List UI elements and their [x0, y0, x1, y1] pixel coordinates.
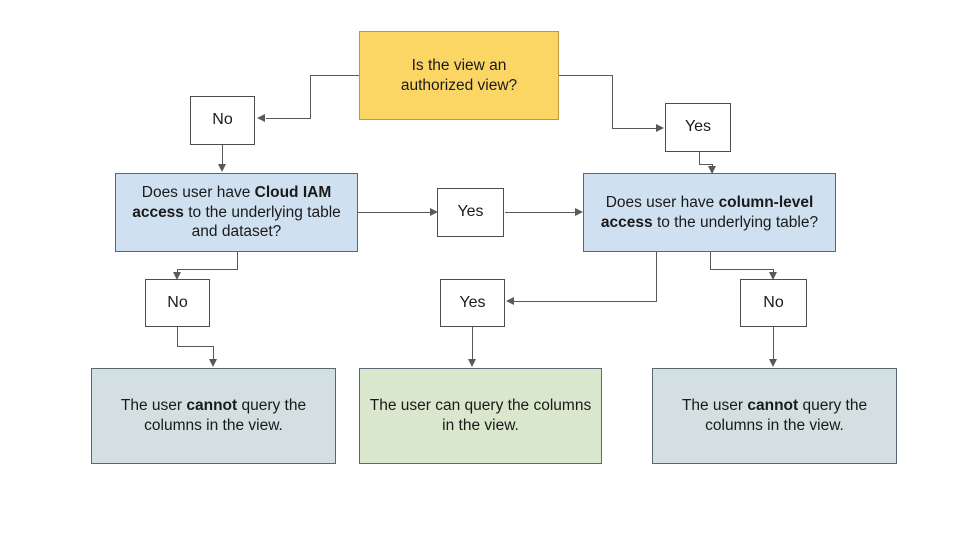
branch-column-yes-label: Yes	[459, 293, 486, 311]
connector-no-to-outcome-left-h	[177, 346, 214, 348]
outcome-right-bold1: cannot	[747, 397, 799, 415]
question-column-level-part2: to the underlying table?	[652, 213, 819, 231]
outcome-cannot-query-left-text: The user cannot query the columns in the…	[92, 396, 335, 436]
connector-yes-to-column-h	[699, 164, 713, 166]
connector-iam-to-no-v1	[237, 252, 239, 270]
question-cloud-iam-access-text: Does user have Cloud IAM access to the u…	[116, 183, 357, 242]
question-column-level-access[interactable]: Does user have column-level access to th…	[583, 173, 836, 252]
outcome-right-part1: The user	[681, 397, 748, 415]
arrowhead-yes-to-column-question	[575, 208, 583, 216]
arrowhead-column-to-yes	[506, 297, 514, 305]
branch-iam-no-label: No	[167, 293, 188, 311]
question-column-level-part1: Does user have	[605, 193, 719, 211]
outcome-left-part1: The user	[120, 397, 187, 415]
branch-root-yes[interactable]: Yes	[665, 103, 731, 152]
connector-root-to-yes-h1	[558, 75, 613, 77]
branch-column-no[interactable]: No	[740, 279, 807, 327]
arrowhead-root-to-yes	[656, 124, 664, 132]
connector-column-to-yes-h	[514, 301, 657, 303]
arrowhead-no-to-outcome-right	[769, 359, 777, 367]
question-cloud-iam-access[interactable]: Does user have Cloud IAM access to the u…	[115, 173, 358, 252]
question-cloud-iam-bold2: access	[132, 203, 184, 221]
connector-column-to-no-v1	[710, 252, 712, 270]
outcome-can-query-text: The user can query the columns in the vi…	[369, 397, 592, 434]
connector-no-to-outcome-left-v1	[177, 327, 179, 347]
arrowhead-no-to-iam	[218, 164, 226, 172]
outcome-cannot-query-right[interactable]: The user cannot query the columns in the…	[652, 368, 897, 464]
outcome-can-query[interactable]: The user can query the columns in the vi…	[359, 368, 602, 464]
connector-iam-to-no-h	[177, 269, 238, 271]
connector-root-to-no-h2	[266, 118, 311, 120]
connector-yes-to-column-question	[505, 212, 576, 214]
question-authorized-view-line1: Is the view an	[411, 56, 507, 74]
connector-iam-to-yes	[358, 212, 431, 214]
branch-column-no-label: No	[763, 293, 784, 311]
connector-no-to-outcome-left-v2	[213, 346, 215, 361]
outcome-left-part2: query the columns in the view.	[144, 397, 307, 434]
arrowhead-column-to-no	[769, 272, 777, 280]
branch-root-no-label: No	[212, 111, 233, 129]
question-column-level-access-text: Does user have column-level access to th…	[584, 193, 835, 233]
arrowhead-iam-to-no	[173, 272, 181, 280]
question-column-level-bold1: column-level access	[600, 193, 814, 231]
branch-column-yes[interactable]: Yes	[440, 279, 505, 327]
arrowhead-iam-to-yes	[430, 208, 438, 216]
outcome-cannot-query-left[interactable]: The user cannot query the columns in the…	[91, 368, 336, 464]
connector-column-to-no-h	[710, 269, 774, 271]
arrowhead-no-to-outcome-left	[209, 359, 217, 367]
branch-iam-yes-label: Yes	[457, 203, 484, 221]
arrowhead-yes-to-outcome-middle	[468, 359, 476, 367]
arrowhead-yes-to-column	[708, 166, 716, 174]
question-authorized-view-text: Is the view an authorized view?	[360, 56, 558, 96]
outcome-left-bold1: cannot	[186, 397, 238, 415]
connector-column-to-yes-v	[656, 252, 658, 302]
question-cloud-iam-part1: Does user have	[141, 183, 255, 201]
connector-yes-to-column-v1	[699, 152, 701, 165]
question-authorized-view-line2: authorized view?	[400, 76, 518, 94]
connector-no-to-outcome-right	[773, 327, 775, 362]
branch-iam-yes[interactable]: Yes	[437, 188, 504, 237]
connector-no-to-iam-v1	[222, 145, 224, 169]
question-authorized-view[interactable]: Is the view an authorized view?	[359, 31, 559, 120]
arrowhead-root-to-no	[257, 114, 265, 122]
question-cloud-iam-part3: to the underlying table and dataset?	[183, 203, 341, 241]
connector-root-to-no-h1	[310, 75, 362, 77]
outcome-right-part2: query the columns in the view.	[705, 397, 868, 434]
connector-root-to-yes-h2	[612, 128, 657, 130]
connector-root-to-no-v	[310, 75, 312, 119]
question-cloud-iam-bold1: Cloud IAM	[254, 183, 332, 201]
branch-root-yes-label: Yes	[684, 118, 712, 136]
branch-root-no[interactable]: No	[190, 96, 255, 145]
connector-root-to-yes-v	[612, 75, 614, 129]
branch-iam-no[interactable]: No	[145, 279, 210, 327]
outcome-cannot-query-right-text: The user cannot query the columns in the…	[653, 396, 896, 436]
connector-yes-to-outcome-middle	[472, 327, 474, 362]
